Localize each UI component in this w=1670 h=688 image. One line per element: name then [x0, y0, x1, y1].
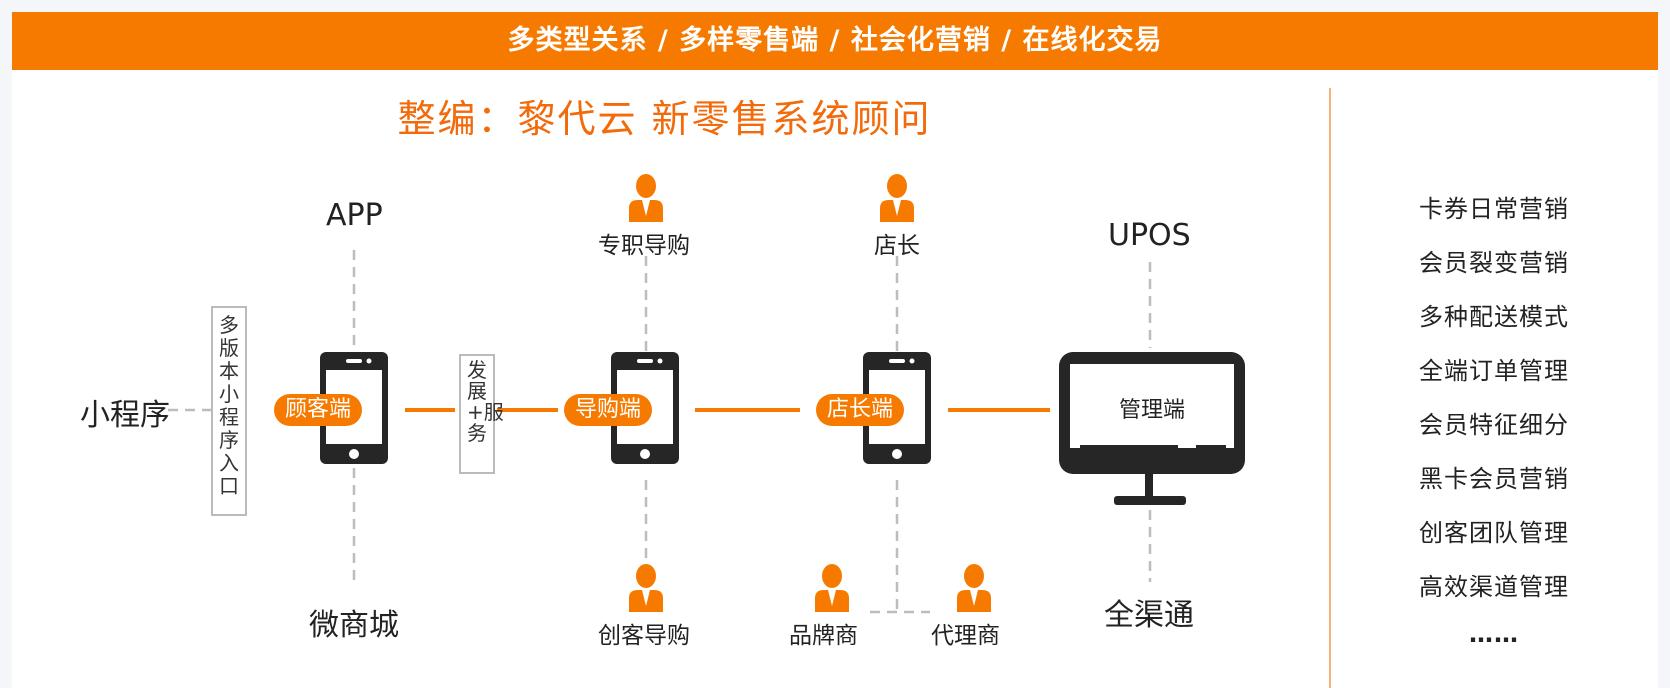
customer-end-pill: 顾客端	[274, 394, 363, 426]
feature-item: 高效渠道管理	[1419, 573, 1569, 601]
page-subtitle: 整编：黎代云 新零售系统顾问	[397, 97, 932, 141]
guide-end-pill: 导购端	[564, 394, 653, 426]
maker-guide-label: 创客导购	[598, 623, 690, 649]
monitor-icon	[1059, 352, 1245, 505]
app-label: APP	[326, 198, 383, 233]
fulltime-guide-label: 专职导购	[598, 233, 690, 259]
header-banner: 多类型关系 / 多样零售端 / 社会化营销 / 在线化交易	[12, 12, 1658, 70]
vertical-divider	[1329, 88, 1331, 688]
feature-list: 卡券日常营销 会员裂变营销 多种配送模式 全端订单管理 会员特征细分 黑卡会员营…	[1330, 192, 1658, 678]
omni-channel-label: 全渠通	[1104, 598, 1194, 633]
feature-item: 多种配送模式	[1419, 303, 1569, 331]
maker-guide-person-icon	[629, 564, 663, 612]
feature-item: 全端订单管理	[1419, 357, 1569, 385]
fulltime-guide-person-icon	[629, 174, 663, 222]
brand-vendor-person-icon	[815, 564, 849, 612]
brand-vendor-label: 品牌商	[789, 623, 858, 649]
agent-label: 代理商	[931, 623, 1000, 649]
upos-label: UPOS	[1108, 218, 1191, 253]
feature-item: 会员特征细分	[1419, 411, 1569, 439]
feature-item: 卡券日常营销	[1419, 195, 1569, 223]
wei-mall-label: 微商城	[309, 608, 399, 643]
feature-more: ……	[1469, 620, 1519, 648]
store-manager-label: 店长	[874, 233, 920, 259]
admin-end-label: 管理端	[1118, 398, 1185, 423]
dev-service-box: 发展+服务	[459, 354, 504, 474]
feature-item: 创客团队管理	[1419, 519, 1569, 547]
dev-service-text: 发展+服务	[467, 358, 504, 445]
feature-item: 黑卡会员营销	[1419, 465, 1569, 493]
agent-person-icon	[957, 564, 991, 612]
mini-entry-text: 多版本小程序入口	[219, 313, 239, 498]
store-manager-person-icon	[880, 174, 914, 222]
mini-entry-box: 多版本小程序入口	[211, 306, 247, 516]
mini-program-label: 小程序	[80, 398, 170, 433]
store-end-pill: 店长端	[816, 394, 905, 426]
feature-item: 会员裂变营销	[1419, 249, 1569, 277]
